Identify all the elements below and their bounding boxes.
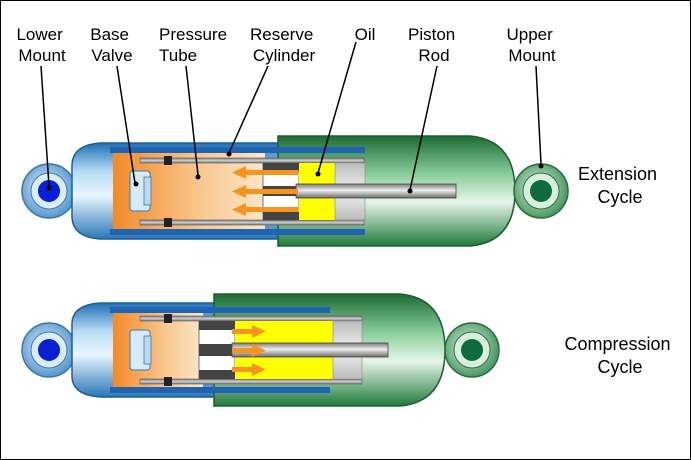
label-compression-cycle: Compression Cycle xyxy=(564,334,675,377)
leader-lines xyxy=(40,41,544,194)
pressure-fluid-2 xyxy=(113,313,203,387)
compression-shock xyxy=(21,293,500,407)
reserve-band-top-2 xyxy=(110,307,330,313)
label-pressure-tube: Pressure Tube xyxy=(159,25,232,65)
piston-rod xyxy=(295,183,457,199)
piston-2 xyxy=(198,320,236,380)
reserve-band-bottom-2 xyxy=(110,387,330,393)
extension-shock xyxy=(21,135,569,247)
label-base-valve: Base Valve xyxy=(90,25,133,65)
label-oil: Oil xyxy=(355,25,376,44)
lower-mount-eye xyxy=(21,163,77,219)
pressure-tube-top-2 xyxy=(139,315,363,322)
reserve-band-bottom xyxy=(110,229,365,235)
upper-mount-eye-2 xyxy=(444,322,500,378)
label-reserve-cylinder: Reserve Cylinder xyxy=(250,25,318,65)
pressure-tube-bottom-2 xyxy=(139,378,363,385)
lower-mount-eye-2 xyxy=(21,322,77,378)
label-extension-cycle: Extension Cycle xyxy=(578,164,662,207)
extension-arrows xyxy=(232,166,298,216)
pressure-tube-bottom xyxy=(139,219,365,226)
label-lower-mount: Lower Mount xyxy=(16,25,67,65)
reserve-band-top xyxy=(110,147,365,153)
pressure-tube-top xyxy=(139,157,365,164)
label-piston-rod: Piston Rod xyxy=(408,25,460,65)
base-valve-2 xyxy=(129,314,172,386)
label-upper-mount: Upper Mount xyxy=(506,25,557,65)
compression-arrows xyxy=(232,325,266,376)
upper-mount-eye xyxy=(513,163,569,219)
